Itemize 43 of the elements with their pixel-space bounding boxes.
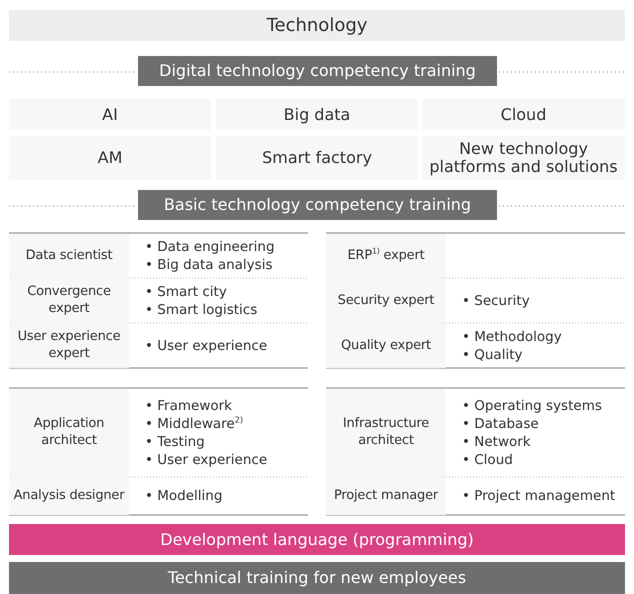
list-item: • Security	[462, 292, 530, 310]
list-item: • Big data analysis	[145, 256, 272, 274]
table-row-header: Security expert	[326, 279, 446, 323]
list-item: • Cloud	[462, 451, 513, 470]
band-text: Development language (programming)	[160, 530, 474, 548]
band-text: Digital technology competency training	[159, 62, 476, 80]
list-item: • Testing	[145, 433, 205, 452]
list-item: • Modelling	[145, 487, 222, 506]
table-row-header: Data scientist	[9, 234, 129, 278]
band-text: Smart factory	[262, 149, 372, 167]
section-header-band	[9, 562, 625, 594]
section-header-band	[138, 190, 497, 220]
list-item: • Project management	[462, 487, 616, 506]
table-row-header: ERP$^{1)}$ expert	[326, 234, 446, 278]
table-row-header: User experience expert	[9, 324, 129, 368]
list-item: • Network	[462, 433, 531, 452]
list-item: • User experience	[145, 336, 268, 356]
band-text: Technology	[266, 16, 368, 36]
band-text: Technical training for new employees	[168, 569, 466, 587]
band-text: Cloud	[500, 106, 546, 124]
highlight-band	[9, 524, 625, 555]
section-header-band	[138, 56, 497, 86]
table-row-header: Analysis designer	[9, 478, 129, 515]
table-row-header: Infrastructure architect	[326, 389, 446, 477]
list-item: • Data engineering	[145, 238, 275, 256]
table-row-header: Convergence expert	[9, 279, 129, 323]
table-row-header: Application architect	[9, 389, 129, 477]
band-text: Big data	[284, 106, 350, 124]
table-row-header: Quality expert	[326, 324, 446, 368]
band-text: New technology platforms and solutions	[428, 140, 619, 176]
list-item: • Smart logistics	[145, 301, 258, 320]
list-item: • Operating systems	[462, 396, 602, 415]
list-item: • Quality	[462, 346, 522, 364]
list-item: • Methodology	[462, 328, 562, 346]
table-row-header: Project manager	[326, 478, 446, 515]
band-text: Basic technology competency training	[164, 196, 472, 214]
band-text: AM	[98, 149, 122, 167]
list-item: • Database	[462, 414, 539, 433]
list-item: • User experience	[145, 451, 268, 470]
list-item: • Middleware$^{2)}$	[145, 414, 244, 433]
list-item: • Framework	[145, 396, 232, 415]
band-text: AI	[102, 106, 118, 124]
list-item: • Smart city	[145, 282, 227, 301]
